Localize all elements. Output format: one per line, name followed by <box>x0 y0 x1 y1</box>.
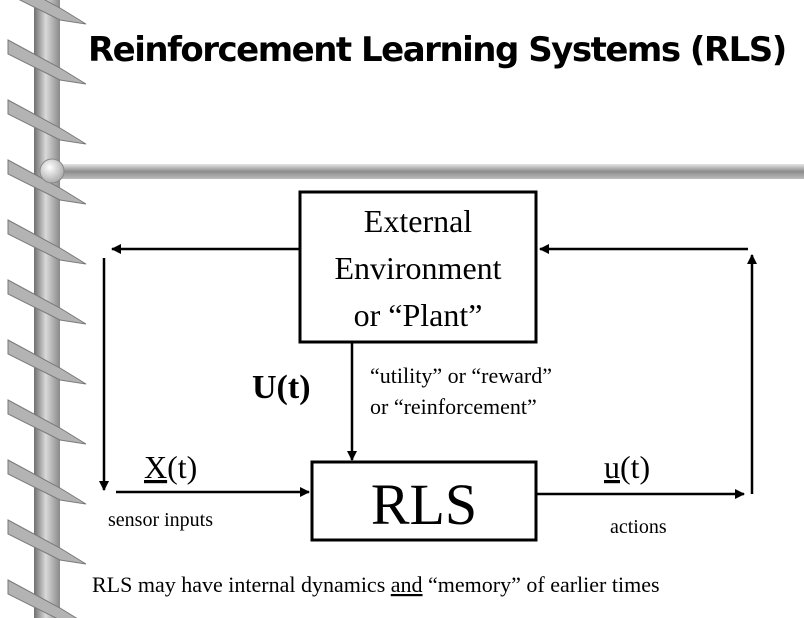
spiral-coil-icon <box>18 0 87 25</box>
utility-description-line-1: “utility” or “reward” <box>370 363 552 388</box>
output-symbol-underlined: u <box>604 449 620 485</box>
actions-caption: actions <box>610 516 667 538</box>
spiral-coil-icon <box>7 399 87 445</box>
sensor-inputs-caption: sensor inputs <box>108 509 213 531</box>
environment-line-3: or “Plant” <box>354 297 483 333</box>
output-symbol-suffix: (t) <box>620 449 650 485</box>
environment-box <box>298 190 538 344</box>
environment-line-2: Environment <box>334 250 501 286</box>
spiral-binding-decoration <box>7 0 87 618</box>
title-divider-bar <box>39 158 804 184</box>
spiral-coil-icon <box>7 99 87 145</box>
input-symbol: X(t) <box>144 449 197 485</box>
memory-note-underlined: and <box>391 572 423 597</box>
utility-description-line-2: or “reinforcement” <box>370 394 537 419</box>
divider-knob-icon <box>39 158 65 184</box>
spiral-coil-icon <box>7 579 78 618</box>
input-symbol-underlined: X <box>144 449 167 485</box>
spiral-coil-icon <box>7 459 87 505</box>
input-symbol-suffix: (t) <box>167 449 197 485</box>
spiral-coil-icon <box>7 39 87 85</box>
spiral-coil-icon <box>7 519 87 565</box>
rls-box <box>310 460 538 542</box>
spiral-coil-icon <box>7 219 87 265</box>
spiral-coil-icon <box>7 279 87 325</box>
spiral-coil-icon <box>7 339 87 385</box>
memory-note-end: “memory” of earlier times <box>423 572 660 597</box>
rls-label: RLS <box>371 472 477 537</box>
environment-line-1: External <box>364 203 473 239</box>
utility-symbol: U(t) <box>252 369 311 406</box>
slide-title: Reinforcement Learning Systems (RLS) <box>88 30 787 70</box>
output-symbol: u(t) <box>604 449 650 485</box>
memory-note-start: RLS may have internal dynamics <box>92 572 391 597</box>
memory-note: RLS may have internal dynamics and “memo… <box>92 572 660 597</box>
